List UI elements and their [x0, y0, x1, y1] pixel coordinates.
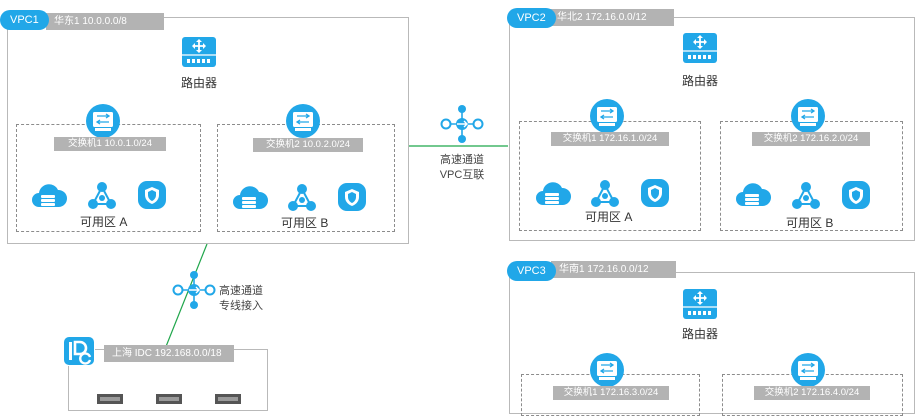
vpc3-label: 华南1 172.16.0.0/12	[551, 261, 676, 278]
vpc2-zone-b-name: 可用区 B	[786, 216, 834, 230]
router-icon[interactable]	[181, 36, 217, 68]
vpc1-zone-a-name: 可用区 A	[80, 215, 128, 229]
vpc1-zone-b-name: 可用区 B	[281, 216, 329, 230]
vpc2-zone-a-name: 可用区 A	[585, 210, 633, 224]
server-rack-icon	[97, 394, 123, 404]
idc-link-line2: 专线接入	[219, 300, 263, 312]
cloud-server-icon	[233, 186, 269, 209]
vpc2-label: 华北2 172.16.0.0/12	[549, 9, 674, 26]
idc-logo-icon	[63, 336, 95, 366]
switch-icon[interactable]	[589, 98, 625, 134]
vpc1-label: 华东1 10.0.0.0/8	[46, 13, 164, 30]
vpc-link-line2: VPC互联	[439, 169, 485, 181]
server-rack-icon	[156, 394, 182, 404]
vpc3-router-label: 路由器	[681, 327, 718, 341]
vpc3-badge[interactable]: VPC3	[507, 261, 556, 281]
cloud-server-icon	[536, 182, 572, 205]
vpc3-switch1-label: 交换机1 172.16.3.0/24	[553, 386, 669, 400]
vpc2-switch2-label: 交换机2 172.16.2.0/24	[752, 132, 870, 146]
vpc-link-line1: 高速通道	[440, 154, 484, 166]
shield-icon	[338, 183, 366, 211]
network-node-icon	[591, 180, 619, 207]
server-rack-icon	[215, 394, 241, 404]
express-connect-icon[interactable]	[440, 104, 484, 144]
vpc1-switch1-label: 交换机1 10.0.1.0/24	[54, 137, 166, 151]
vpc2-badge[interactable]: VPC2	[507, 8, 556, 28]
vpc2-switch1-label: 交换机1 172.16.1.0/24	[551, 132, 669, 146]
network-node-icon	[288, 184, 316, 211]
vpc1-badge[interactable]: VPC1	[0, 10, 49, 30]
cloud-server-icon	[32, 184, 68, 207]
idc-logo-icon	[64, 337, 94, 365]
switch-icon[interactable]	[790, 98, 826, 134]
vpc2-router-label: 路由器	[681, 74, 718, 88]
switch-icon[interactable]	[790, 352, 826, 388]
switch-icon[interactable]	[285, 103, 321, 139]
vpc1-switch2-label: 交换机2 10.0.2.0/24	[253, 138, 363, 152]
shield-icon	[641, 179, 669, 207]
idc-link-line1: 高速通道	[219, 285, 263, 297]
switch-icon[interactable]	[589, 352, 625, 388]
shield-icon	[138, 181, 166, 209]
shield-icon	[842, 181, 870, 209]
cloud-server-icon	[736, 183, 772, 206]
express-connect-icon[interactable]	[172, 270, 216, 310]
switch-icon[interactable]	[85, 103, 121, 139]
vpc3-switch2-label: 交换机2 172.16.4.0/24	[754, 386, 870, 400]
router-icon[interactable]	[682, 32, 718, 64]
idc-label: 上海 IDC 192.168.0.0/18	[104, 345, 234, 362]
vpc1-router-label: 路由器	[180, 76, 217, 90]
network-node-icon	[792, 182, 820, 209]
router-icon[interactable]	[682, 288, 718, 320]
network-node-icon	[88, 182, 116, 209]
